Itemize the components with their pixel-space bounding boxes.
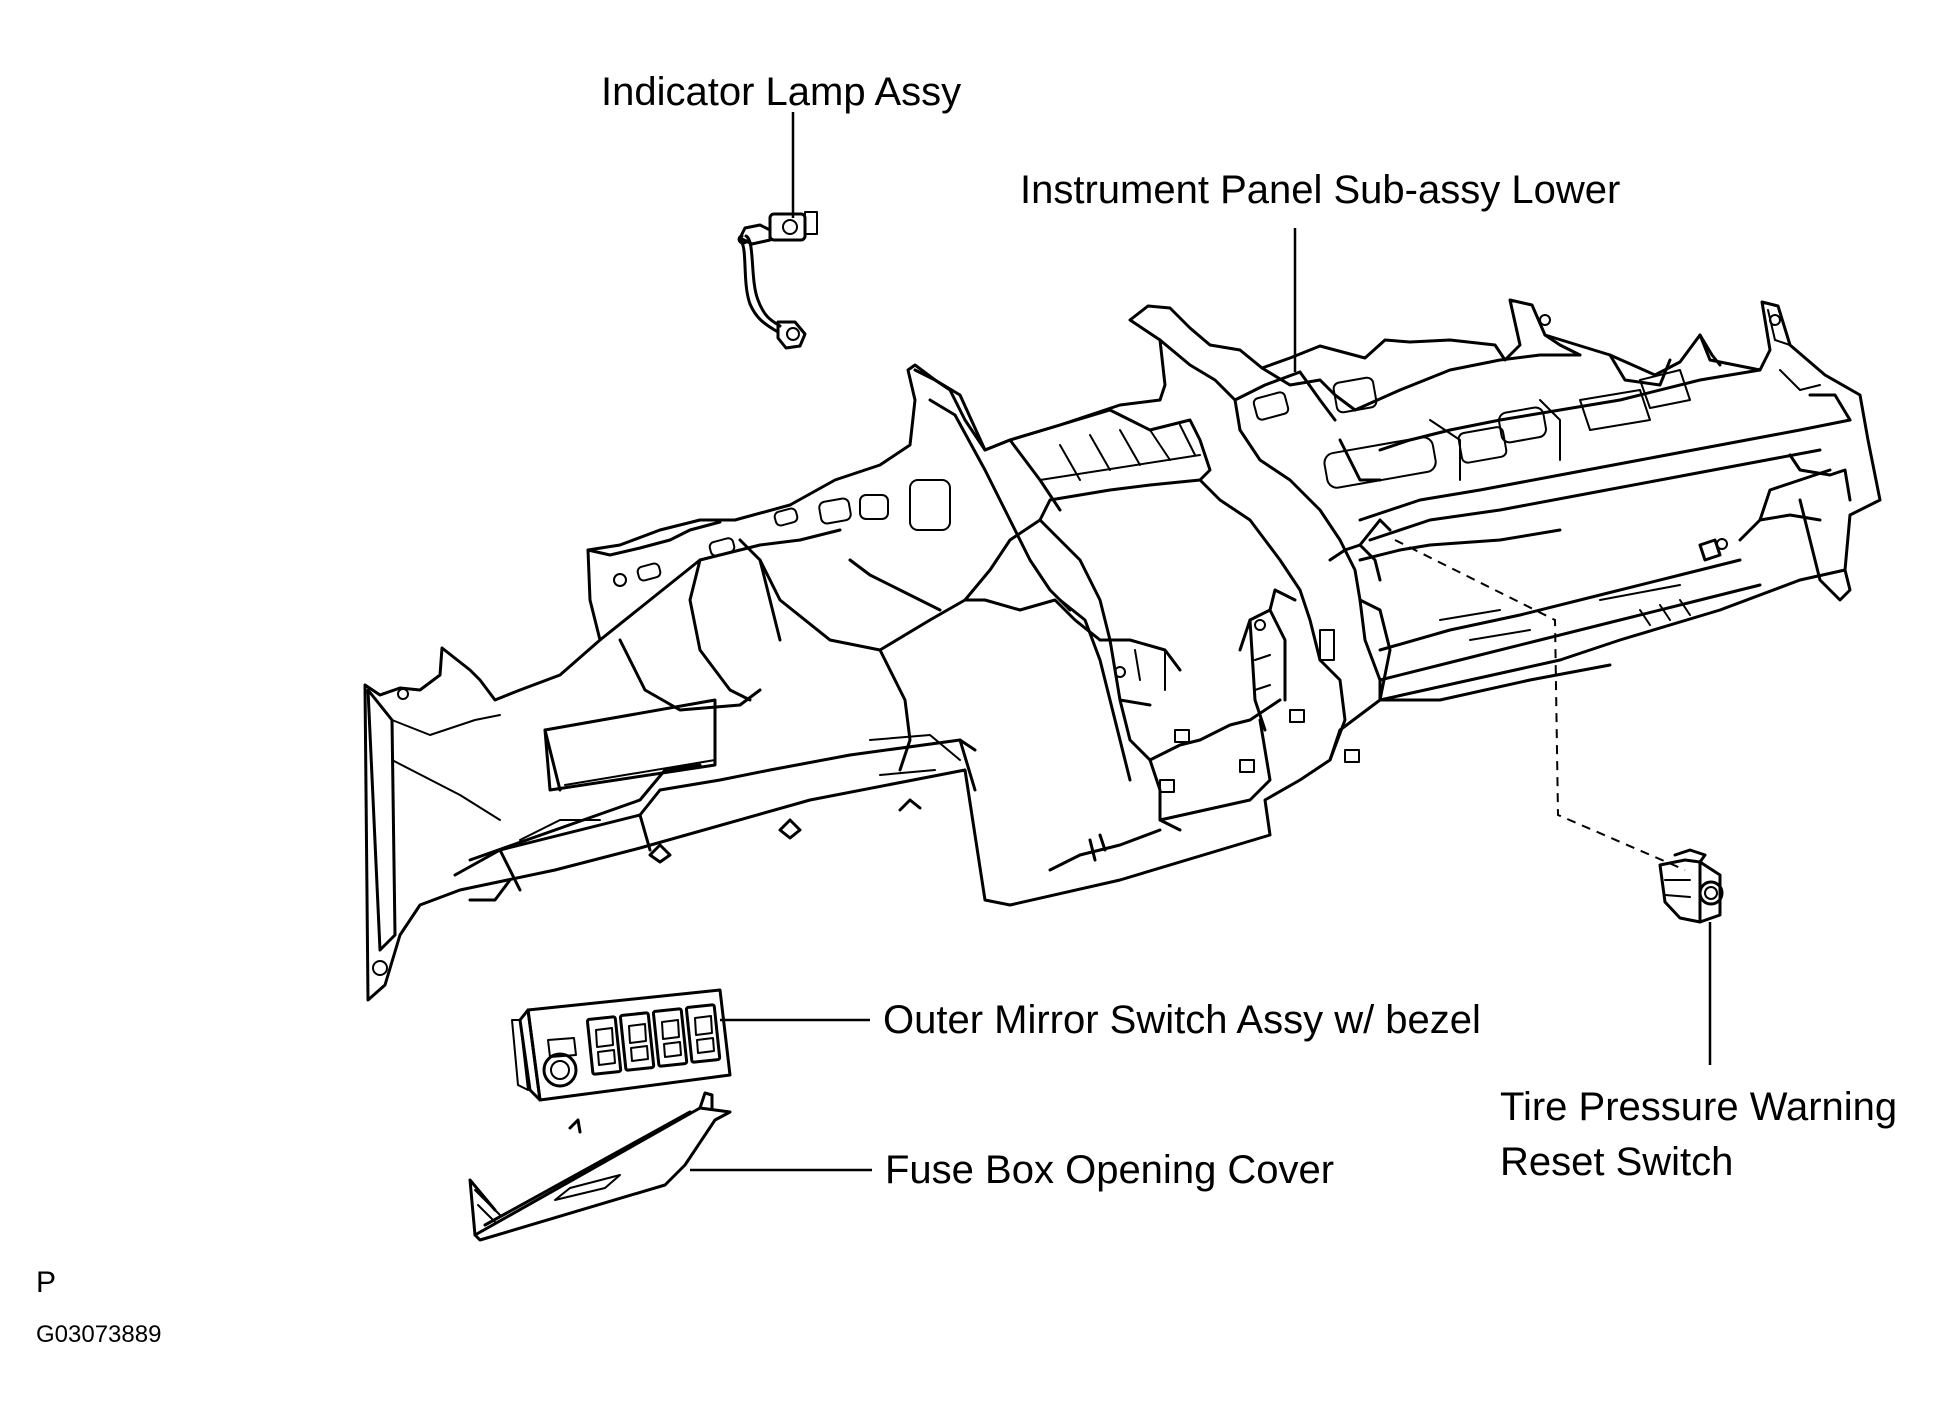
tire-pressure-label-line1: Tire Pressure Warning	[1500, 1085, 1898, 1129]
tire-pressure-dashed-line	[1394, 539, 1686, 871]
instrument-panel-drawing	[363, 298, 1882, 1002]
fuse-box-cover-drawing	[468, 1091, 732, 1242]
fuse-box-cover-label: Fuse Box Opening Cover	[885, 1148, 1335, 1192]
indicator-lamp-label: Indicator Lamp Assy	[601, 70, 962, 114]
tire-pressure-label-line2: Reset Switch	[1500, 1140, 1734, 1184]
indicator-lamp-assy-drawing	[737, 211, 818, 350]
outer-mirror-switch-label: Outer Mirror Switch Assy w/ bezel	[883, 998, 1481, 1042]
corner-letter: P	[36, 1266, 57, 1299]
outer-mirror-switch-drawing	[511, 988, 732, 1102]
figure-code: G03073889	[36, 1321, 162, 1348]
instrument-panel-label: Instrument Panel Sub-assy Lower	[1020, 168, 1621, 212]
tire-pressure-switch-drawing	[1658, 848, 1724, 924]
